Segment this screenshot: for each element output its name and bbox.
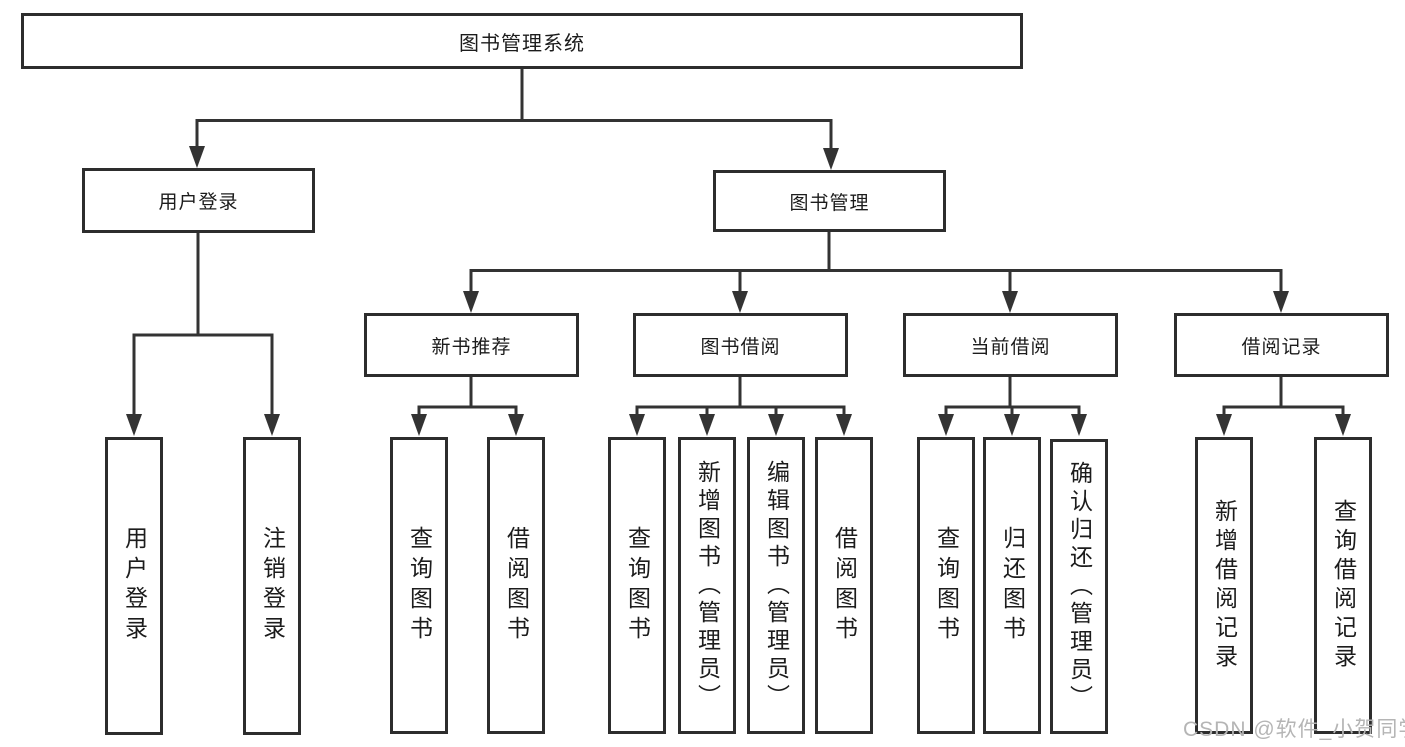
- leaf-add-book-admin: 新增图书（管理员）: [678, 437, 736, 734]
- leaf-current-query-book: 查询图书: [917, 437, 975, 734]
- leaf-return-book: 归还图书: [983, 437, 1041, 734]
- csdn-watermark: CSDN @软件_小贺同学: [1183, 718, 1405, 741]
- leaf-borrow-query-book: 查询图书: [608, 437, 666, 734]
- node-borrow-record: 借阅记录: [1174, 313, 1389, 377]
- node-user-login: 用户登录: [82, 168, 315, 233]
- node-label: 新增图书（管理员）: [694, 459, 721, 712]
- node-label: 图书管理系统: [459, 32, 585, 55]
- leaf-user-login: 用户登录: [105, 437, 163, 735]
- leaf-recommend-query-book: 查询图书: [390, 437, 448, 734]
- leaf-borrow-book: 借阅图书: [815, 437, 873, 734]
- node-label: 当前借阅: [970, 336, 1051, 358]
- node-label: 新增借阅记录: [1211, 498, 1238, 673]
- node-label: 确认归还（管理员）: [1066, 460, 1093, 713]
- node-library-management-system: 图书管理系统: [21, 13, 1023, 69]
- arrowhead-icons: [126, 146, 1351, 436]
- node-book-management: 图书管理: [713, 170, 946, 232]
- node-label: 注销登录: [259, 526, 286, 646]
- node-label: 借阅记录: [1241, 336, 1322, 358]
- node-label: 用户登录: [158, 192, 239, 213]
- node-label: 查询图书: [406, 525, 433, 646]
- leaf-query-borrow-record: 查询借阅记录: [1314, 437, 1372, 734]
- leaf-edit-book-admin: 编辑图书（管理员）: [747, 437, 805, 734]
- node-label: 查询借阅记录: [1330, 498, 1357, 673]
- leaf-confirm-return-admin: 确认归还（管理员）: [1050, 439, 1108, 734]
- node-label: 用户登录: [121, 526, 148, 646]
- node-label: 查询图书: [933, 525, 960, 646]
- node-label: 新书推荐: [431, 336, 512, 358]
- node-label: 查询图书: [624, 525, 651, 646]
- node-label: 借阅图书: [831, 525, 858, 646]
- node-book-borrow: 图书借阅: [633, 313, 848, 377]
- node-label: 归还图书: [999, 525, 1026, 646]
- node-current-borrow: 当前借阅: [903, 313, 1118, 377]
- node-label: 图书借阅: [700, 336, 781, 358]
- node-label: 编辑图书（管理员）: [763, 459, 790, 712]
- leaf-logout: 注销登录: [243, 437, 301, 735]
- leaf-add-borrow-record: 新增借阅记录: [1195, 437, 1253, 734]
- leaf-recommend-borrow-book: 借阅图书: [487, 437, 545, 734]
- node-label: 借阅图书: [503, 525, 530, 646]
- node-new-book-recommend: 新书推荐: [364, 313, 579, 377]
- node-label: 图书管理: [789, 192, 870, 214]
